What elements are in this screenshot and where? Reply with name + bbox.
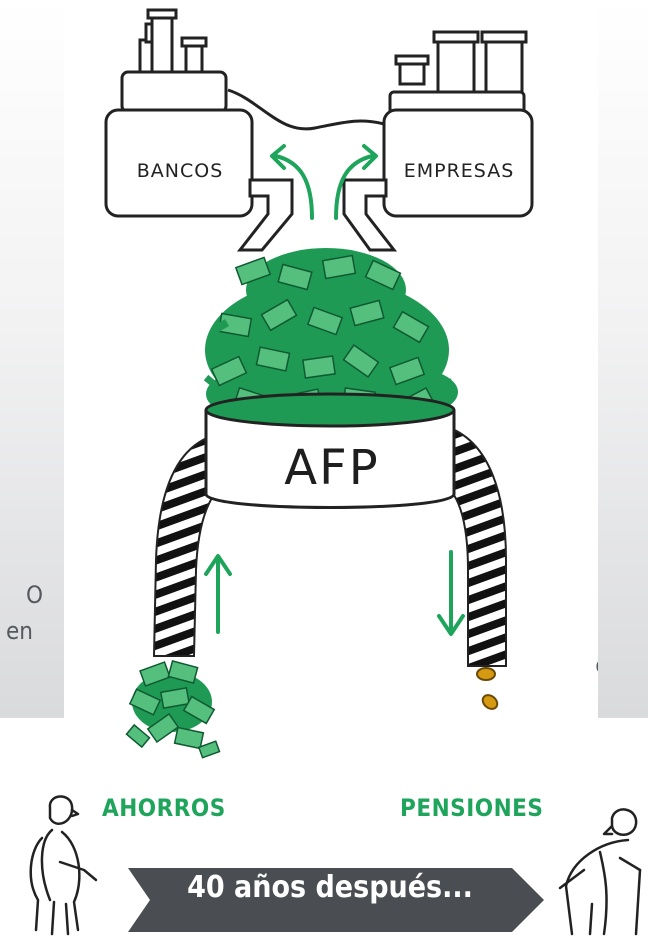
empresas-building <box>342 30 534 252</box>
young-person-figure <box>29 795 98 936</box>
left-side-panel <box>0 0 64 718</box>
banner-text: 40 años después... <box>187 870 473 905</box>
savings-money <box>125 659 221 759</box>
flow-arrows-up <box>270 144 378 220</box>
pension-coins <box>476 667 499 710</box>
right-side-panel <box>598 0 648 718</box>
afp-label: AFP <box>284 440 380 496</box>
banner-arrow <box>128 868 544 932</box>
bancos-label: BANCOS <box>136 160 224 182</box>
bancos-building <box>104 8 294 252</box>
right-side-line: en <box>6 617 33 645</box>
right-side-line: O <box>26 581 43 609</box>
pensiones-label: PENSIONES <box>400 794 544 822</box>
empresas-label: EMPRESAS <box>403 160 515 182</box>
pension-down-arrow <box>437 550 465 636</box>
right-pipe <box>438 424 507 667</box>
money-pile <box>203 248 458 422</box>
afp-tank <box>204 392 456 509</box>
savings-up-arrow <box>204 554 232 634</box>
old-person-figure <box>558 808 642 936</box>
connecting-cable <box>227 88 385 131</box>
ahorros-label: AHORROS <box>102 794 226 822</box>
right-side-text: O en <box>6 577 43 649</box>
